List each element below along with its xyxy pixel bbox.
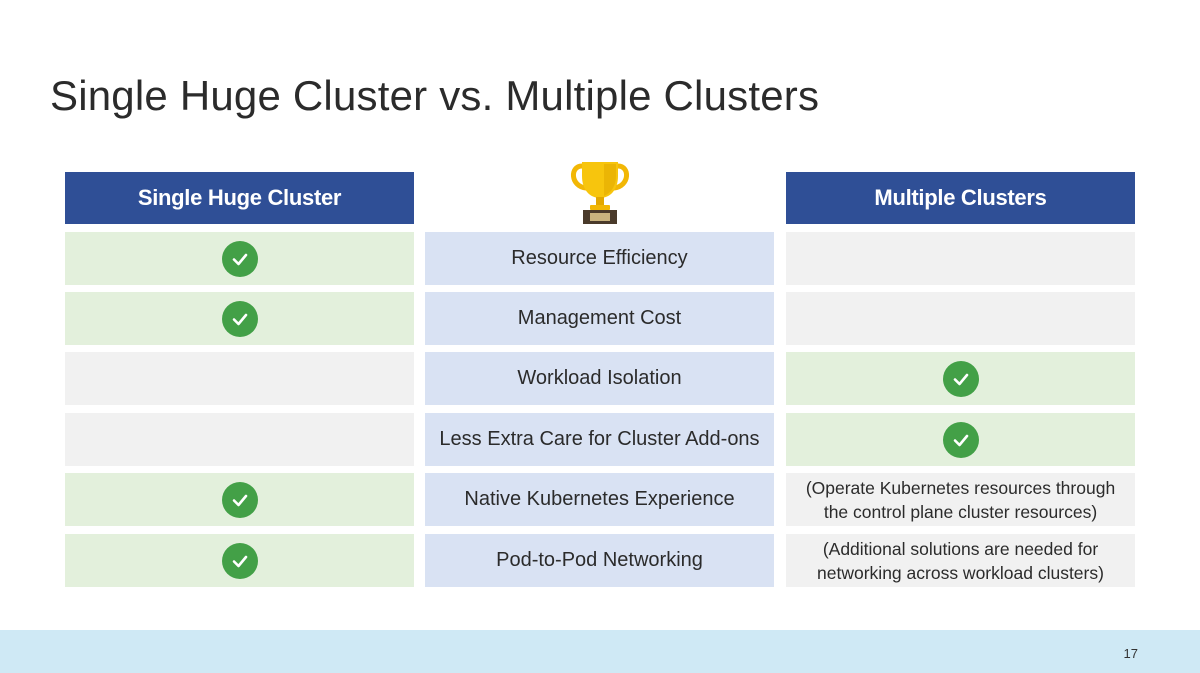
note-line: networking across workload clusters) [817,562,1104,583]
multiple-clusters-cell [786,292,1135,345]
multiple-clusters-cell [786,413,1135,466]
feature-cell: Native Kubernetes Experience [425,473,774,526]
multiple-clusters-cell [786,232,1135,285]
feature-cell: Less Extra Care for Cluster Add-ons [425,413,774,466]
slide-title: Single Huge Cluster vs. Multiple Cluster… [50,72,820,119]
multiple-clusters-note: (Additional solutions are needed for net… [817,537,1104,585]
note-line: (Additional solutions are needed for [822,538,1099,559]
feature-cell: Management Cost [425,292,774,345]
multiple-clusters-cell [786,352,1135,405]
single-cluster-cell [65,473,414,526]
multiple-clusters-cell: (Additional solutions are needed for net… [786,534,1135,587]
feature-label-pod-networking: Pod-to-Pod Networking [496,549,703,571]
feature-cell: Pod-to-Pod Networking [425,534,774,587]
header-single-huge-cluster: Single Huge Cluster [65,172,414,224]
check-icon [942,421,979,458]
note-line: the control plane cluster resources) [823,501,1098,522]
check-icon [221,240,258,277]
note-line: (Operate Kubernetes resources through [805,477,1116,498]
check-icon [221,542,258,579]
check-icon [221,481,258,518]
feature-label-workload-isolation: Workload Isolation [517,367,682,389]
check-icon [942,360,979,397]
single-cluster-cell [65,352,414,405]
single-cluster-cell [65,534,414,587]
feature-label-resource-efficiency: Resource Efficiency [511,247,688,269]
feature-label-addons: Less Extra Care for Cluster Add-ons [439,428,760,450]
page-number: 17 [1123,646,1138,661]
multiple-clusters-cell: (Operate Kubernetes resources through th… [786,473,1135,526]
header-multiple-clusters: Multiple Clusters [786,172,1135,224]
footer-band: 17 [0,630,1200,673]
single-cluster-cell [65,292,414,345]
feature-label-management-cost: Management Cost [517,307,682,329]
feature-label-native-k8s: Native Kubernetes Experience [464,488,735,510]
feature-cell: Resource Efficiency [425,232,774,285]
feature-cell: Workload Isolation [425,352,774,405]
multiple-clusters-note: (Operate Kubernetes resources through th… [806,476,1115,524]
single-cluster-cell [65,413,414,466]
single-cluster-cell [65,232,414,285]
trophy-icon [571,162,629,224]
check-icon [221,300,258,337]
